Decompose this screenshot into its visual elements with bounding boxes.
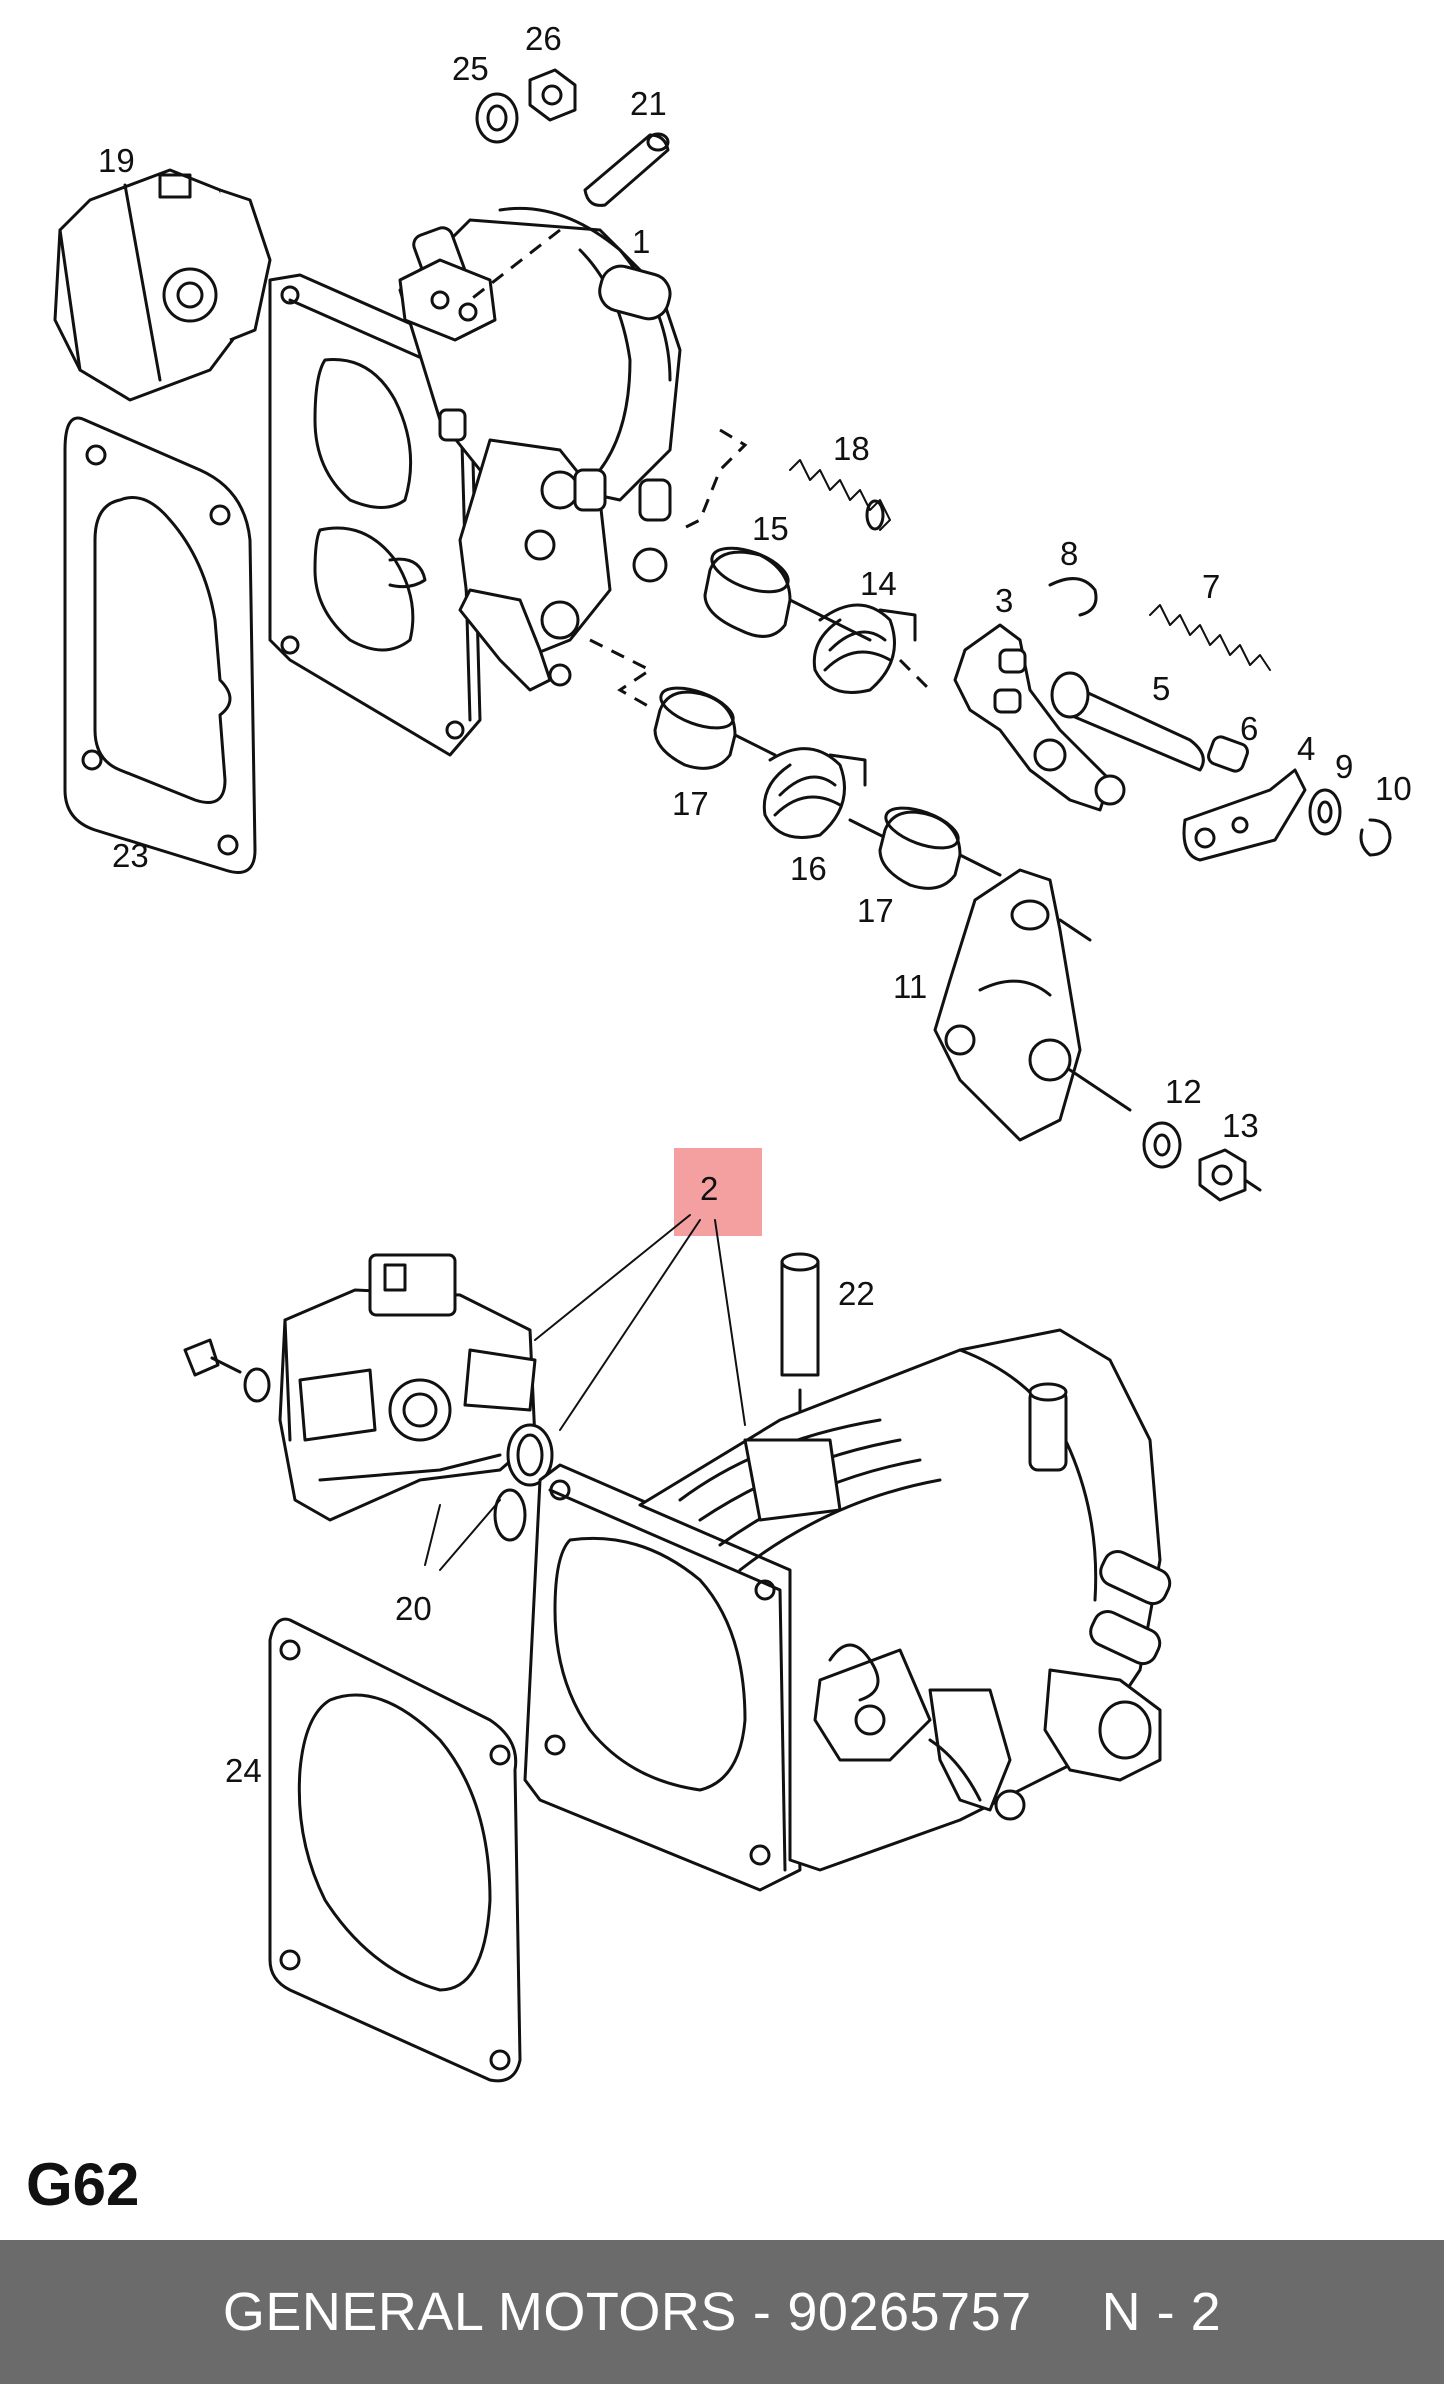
part-25-washer [475, 92, 519, 144]
label-part-5: 5 [1152, 670, 1170, 707]
label-part-12: 12 [1165, 1073, 1202, 1110]
label-part-23: 23 [112, 837, 149, 874]
part-3-lever [953, 623, 1126, 812]
footer-brand: GENERAL MOTORS [222, 2282, 737, 2342]
label-part-2: 2 [700, 1170, 718, 1207]
part-12-washer [1142, 1121, 1182, 1169]
label-part-24: 24 [225, 1752, 262, 1789]
part-16-spring [762, 747, 892, 842]
part-24-gasket [268, 1617, 522, 2083]
label-part-26: 26 [525, 20, 562, 57]
footer-bar: GENERAL MOTORS - 90265757 N - 2 [0, 2240, 1444, 2384]
label-part-14: 14 [860, 565, 897, 602]
part-22-pin [780, 1252, 820, 1472]
label-part-8: 8 [1060, 535, 1078, 572]
part-1-throttle-body [268, 206, 682, 757]
label-part-11: 11 [893, 968, 927, 1005]
label-part-1: 1 [632, 223, 650, 260]
part-18-spring [679, 428, 891, 532]
label-part-7: 7 [1202, 568, 1220, 605]
label-part-18: 18 [833, 430, 870, 467]
part-23-gasket [63, 416, 257, 874]
label-part-13: 13 [1222, 1107, 1259, 1144]
label-part-4: 4 [1297, 730, 1315, 767]
label-part-20: 20 [395, 1590, 432, 1627]
part-10-circlip [1359, 818, 1392, 857]
label-part-25: 25 [452, 50, 489, 87]
part-26-nut [528, 68, 577, 122]
part-13-nut [1198, 1148, 1262, 1202]
label-part-19: 19 [98, 142, 135, 179]
part-6-bush [1207, 735, 1249, 773]
throttle-linkage [438, 408, 672, 692]
part-17-bushing-lower [878, 806, 1002, 890]
label-part-3: 3 [995, 582, 1013, 619]
page-code: G62 [26, 2151, 140, 2218]
part-4-lever [1182, 768, 1307, 862]
label-part-17-lower: 17 [857, 892, 894, 929]
label-part-9: 9 [1335, 748, 1353, 785]
label-part-10: 10 [1375, 770, 1412, 807]
screw-and-washer [183, 1338, 271, 1403]
footer-suffix: N - 2 [1101, 2282, 1222, 2342]
part-11-throttle-lever [933, 868, 1132, 1142]
part-9-washer [1308, 788, 1342, 836]
label-part-6: 6 [1240, 710, 1258, 747]
part-2-highlight [674, 1148, 762, 1236]
assembly-line-lower [589, 638, 656, 712]
part-2-leader-lines [534, 1214, 746, 1431]
footer-part-number: 90265757 [787, 2282, 1032, 2342]
part-20-o-rings [424, 1423, 554, 1571]
label-part-22: 22 [838, 1275, 875, 1312]
part-8-clip [1048, 577, 1098, 617]
part-21-pin [469, 132, 670, 302]
lower-sensor-assembly [278, 1253, 537, 1522]
label-part-16: 16 [790, 850, 827, 887]
footer-dash: - [752, 2282, 772, 2342]
part-14-spring [812, 603, 932, 694]
part-17-bushing-upper [653, 686, 777, 770]
label-part-15: 15 [752, 510, 789, 547]
label-part-17-upper: 17 [672, 785, 709, 822]
part-15-bushing [703, 546, 872, 642]
exploded-parts-diagram: 1 2 3 4 5 6 7 8 9 10 11 12 13 14 15 16 1… [53, 20, 1412, 2083]
part-7-spring [1149, 604, 1271, 671]
lower-throttle-body [523, 1328, 1172, 1892]
label-part-21: 21 [630, 85, 667, 122]
part-19-sensor [53, 168, 272, 402]
part-5-shaft [1050, 671, 1205, 772]
part-number-labels: 1 2 3 4 5 6 7 8 9 10 11 12 13 14 15 16 1… [98, 20, 1412, 1789]
